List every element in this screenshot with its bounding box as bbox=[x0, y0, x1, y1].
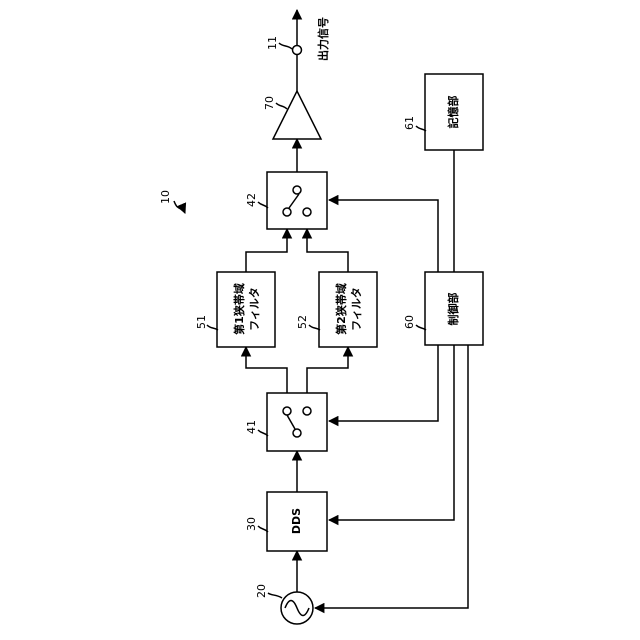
controller-60: 制御部 bbox=[425, 272, 483, 345]
ref-70: 70 bbox=[263, 96, 276, 110]
output-terminal bbox=[293, 46, 302, 55]
dds-block: DDS bbox=[267, 492, 327, 551]
amplifier-70 bbox=[273, 91, 321, 139]
filter1-line1: 第1狭帯域 bbox=[232, 283, 246, 335]
filter2-line1: 第2狭帯域 bbox=[334, 283, 348, 335]
filter-51: 第1狭帯域 フィルタ bbox=[217, 272, 275, 347]
controller-label: 制御部 bbox=[446, 293, 460, 326]
ref-51: 51 bbox=[195, 315, 208, 329]
wire-ctrl-to-sw1 bbox=[329, 345, 438, 421]
wire-sw1-to-filter2 bbox=[307, 347, 348, 393]
wire-ctrl-to-osc bbox=[315, 345, 468, 608]
filter-52: 第2狭帯域 フィルタ bbox=[319, 272, 377, 347]
wire-ctrl-to-dds bbox=[329, 345, 454, 520]
ref-10: 10 bbox=[159, 190, 172, 204]
storage-61: 記憶部 bbox=[425, 74, 483, 150]
ref-20-leader bbox=[268, 593, 282, 598]
wire-sw1-to-filter1 bbox=[246, 347, 287, 393]
dds-label: DDS bbox=[290, 508, 303, 534]
ref-52: 52 bbox=[296, 315, 309, 329]
wire-filter1-to-sw2 bbox=[246, 229, 287, 272]
storage-label: 記憶部 bbox=[446, 96, 460, 129]
switch-41 bbox=[267, 393, 327, 451]
switch-42 bbox=[267, 172, 327, 229]
ref-20: 20 bbox=[255, 584, 268, 598]
ref-42: 42 bbox=[245, 193, 258, 207]
ref-10-leader bbox=[174, 201, 185, 213]
ref-60: 60 bbox=[403, 315, 416, 329]
output-label: 出力信号 bbox=[316, 17, 330, 61]
filter2-line2: フィルタ bbox=[350, 287, 363, 331]
wire-ctrl-to-sw2 bbox=[329, 200, 438, 272]
ref-11-leader bbox=[279, 43, 292, 49]
filter1-line2: フィルタ bbox=[248, 287, 261, 331]
ref-11: 11 bbox=[266, 36, 279, 50]
ref-41: 41 bbox=[245, 420, 258, 434]
ref-30: 30 bbox=[245, 517, 258, 531]
ref-61: 61 bbox=[403, 116, 416, 130]
wire-filter2-to-sw2 bbox=[307, 229, 348, 272]
oscillator-20 bbox=[281, 592, 313, 624]
ref-70-leader bbox=[276, 103, 287, 109]
